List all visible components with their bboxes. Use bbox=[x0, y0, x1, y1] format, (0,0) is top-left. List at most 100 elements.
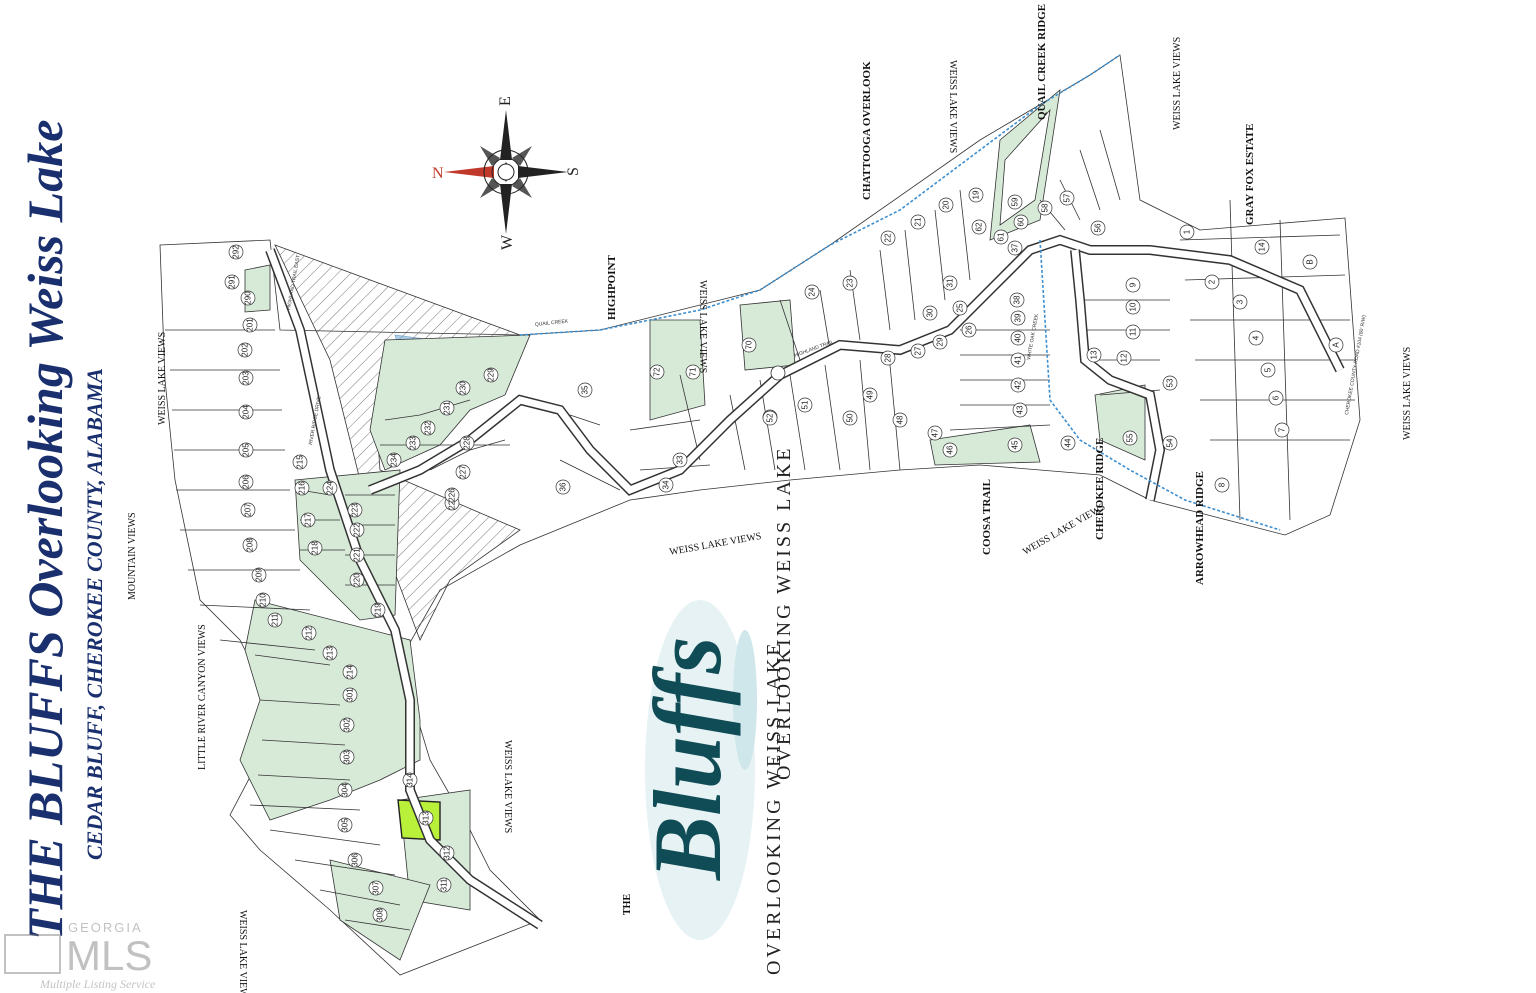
lot-28[interactable]: 28 bbox=[880, 350, 896, 366]
lot-40[interactable]: 40 bbox=[1010, 330, 1026, 346]
lot-59[interactable]: 59 bbox=[1007, 194, 1023, 210]
lot-2[interactable]: 2 bbox=[1204, 274, 1220, 290]
lot-214[interactable]: 214 bbox=[342, 664, 358, 680]
lot-215[interactable]: 215 bbox=[292, 454, 308, 470]
lot-301[interactable]: 301 bbox=[342, 687, 358, 703]
lot-233[interactable]: 233 bbox=[405, 435, 421, 451]
lot-208[interactable]: 208 bbox=[242, 537, 258, 553]
lot-A[interactable]: A bbox=[1328, 337, 1344, 353]
lot-13[interactable]: 13 bbox=[1086, 347, 1102, 363]
lot-4[interactable]: 4 bbox=[1248, 330, 1264, 346]
lot-230[interactable]: 230 bbox=[455, 380, 471, 396]
lot-223[interactable]: 223 bbox=[347, 502, 363, 518]
lot-303[interactable]: 303 bbox=[339, 749, 355, 765]
lot-70[interactable]: 70 bbox=[741, 337, 757, 353]
lot-234[interactable]: 234 bbox=[386, 452, 402, 468]
lot-206[interactable]: 206 bbox=[238, 474, 254, 490]
lot-55[interactable]: 55 bbox=[1122, 430, 1138, 446]
lot-207[interactable]: 207 bbox=[240, 502, 256, 518]
lot-213[interactable]: 213 bbox=[322, 645, 338, 661]
lot-21[interactable]: 21 bbox=[910, 214, 926, 230]
lot-25[interactable]: 25 bbox=[952, 300, 968, 316]
lot-312[interactable]: 312 bbox=[439, 845, 455, 861]
lot-290[interactable]: 290 bbox=[240, 290, 256, 306]
lot-308[interactable]: 308 bbox=[372, 907, 388, 923]
lot-61[interactable]: 61 bbox=[993, 229, 1009, 245]
lot-33[interactable]: 33 bbox=[672, 452, 688, 468]
lot-219[interactable]: 219 bbox=[370, 602, 386, 618]
lot-311[interactable]: 311 bbox=[436, 877, 452, 893]
lot-212[interactable]: 212 bbox=[301, 625, 317, 641]
lot-58[interactable]: 58 bbox=[1037, 200, 1053, 216]
lot-210[interactable]: 210 bbox=[255, 592, 271, 608]
lot-202[interactable]: 202 bbox=[237, 342, 253, 358]
lot-7[interactable]: 7 bbox=[1274, 422, 1290, 438]
lot-60[interactable]: 60 bbox=[1013, 214, 1029, 230]
lot-11[interactable]: 11 bbox=[1125, 324, 1141, 340]
lot-51[interactable]: 51 bbox=[797, 397, 813, 413]
lot-57[interactable]: 57 bbox=[1059, 190, 1075, 206]
lot-291[interactable]: 291 bbox=[224, 274, 240, 290]
lot-38[interactable]: 38 bbox=[1009, 292, 1025, 308]
lot-6[interactable]: 6 bbox=[1268, 390, 1284, 406]
lot-307[interactable]: 307 bbox=[368, 880, 384, 896]
lot-48[interactable]: 48 bbox=[892, 412, 908, 428]
lot-42[interactable]: 42 bbox=[1010, 377, 1026, 393]
lot-24[interactable]: 24 bbox=[804, 284, 820, 300]
lot-216[interactable]: 216 bbox=[294, 480, 310, 496]
lot-23[interactable]: 23 bbox=[842, 275, 858, 291]
lot-314[interactable]: 314 bbox=[402, 772, 418, 788]
lot-232[interactable]: 232 bbox=[420, 420, 436, 436]
lot-227[interactable]: 227 bbox=[455, 464, 471, 480]
lot-14[interactable]: 14 bbox=[1254, 239, 1270, 255]
lot-10[interactable]: 10 bbox=[1125, 299, 1141, 315]
lot-226[interactable]: 226 bbox=[444, 487, 460, 503]
lot-5[interactable]: 5 bbox=[1260, 362, 1276, 378]
lot-52[interactable]: 52 bbox=[762, 410, 778, 426]
lot-39[interactable]: 39 bbox=[1010, 310, 1026, 326]
lot-37[interactable]: 37 bbox=[1007, 240, 1023, 256]
lot-26[interactable]: 26 bbox=[961, 322, 977, 338]
lot-54[interactable]: 54 bbox=[1162, 435, 1178, 451]
lot-50[interactable]: 50 bbox=[842, 410, 858, 426]
lot-36[interactable]: 36 bbox=[555, 479, 571, 495]
lot-34[interactable]: 34 bbox=[658, 477, 674, 493]
lot-229[interactable]: 229 bbox=[483, 367, 499, 383]
lot-231[interactable]: 231 bbox=[439, 400, 455, 416]
lot-224[interactable]: 224 bbox=[322, 480, 338, 496]
lot-292[interactable]: 292 bbox=[228, 244, 244, 260]
lot-41[interactable]: 41 bbox=[1010, 352, 1026, 368]
lot-46[interactable]: 46 bbox=[942, 442, 958, 458]
lot-29[interactable]: 29 bbox=[932, 334, 948, 350]
lot-31[interactable]: 31 bbox=[942, 275, 958, 291]
lot-203[interactable]: 203 bbox=[238, 370, 254, 386]
lot-217[interactable]: 217 bbox=[300, 512, 316, 528]
lot-3[interactable]: 3 bbox=[1232, 294, 1248, 310]
lot-72[interactable]: 72 bbox=[649, 364, 665, 380]
lot-22[interactable]: 22 bbox=[880, 230, 896, 246]
lot-201[interactable]: 201 bbox=[242, 317, 258, 333]
lot-221[interactable]: 221 bbox=[349, 547, 365, 563]
lot-305[interactable]: 305 bbox=[337, 817, 353, 833]
lot-211[interactable]: 211 bbox=[267, 612, 283, 628]
lot-27[interactable]: 27 bbox=[910, 343, 926, 359]
lot-56[interactable]: 56 bbox=[1090, 220, 1106, 236]
lot-9[interactable]: 9 bbox=[1125, 277, 1141, 293]
lot-12[interactable]: 12 bbox=[1116, 350, 1132, 366]
lot-49[interactable]: 49 bbox=[862, 387, 878, 403]
lot-204[interactable]: 204 bbox=[238, 404, 254, 420]
lot-306[interactable]: 306 bbox=[347, 852, 363, 868]
lot-53[interactable]: 53 bbox=[1162, 375, 1178, 391]
lot-35[interactable]: 35 bbox=[577, 382, 593, 398]
lot-44[interactable]: 44 bbox=[1060, 435, 1076, 451]
lot-1[interactable]: 1 bbox=[1179, 224, 1195, 240]
lot-47[interactable]: 47 bbox=[927, 425, 943, 441]
lot-220[interactable]: 220 bbox=[349, 572, 365, 588]
lot-B[interactable]: B bbox=[1302, 254, 1318, 270]
lot-302[interactable]: 302 bbox=[339, 717, 355, 733]
lot-209[interactable]: 209 bbox=[251, 567, 267, 583]
lot-62[interactable]: 62 bbox=[971, 219, 987, 235]
lot-45[interactable]: 45 bbox=[1007, 437, 1023, 453]
lot-313[interactable]: 313 bbox=[418, 810, 434, 826]
lot-19[interactable]: 19 bbox=[968, 187, 984, 203]
